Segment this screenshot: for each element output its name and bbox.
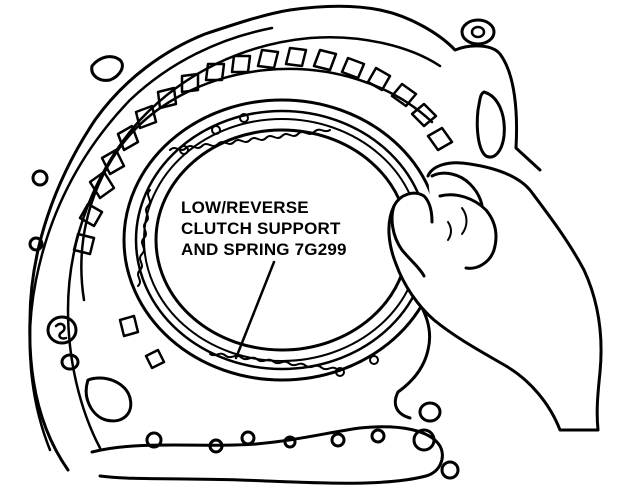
spring-wave-bottom	[209, 352, 339, 371]
tooth-ring-outer	[80, 67, 434, 302]
boss-left-a	[46, 315, 78, 345]
bolt-hole-6	[370, 428, 386, 444]
case-outer-lip	[28, 26, 274, 452]
boss-right-lower	[418, 401, 442, 423]
bolt-hole-8	[440, 460, 460, 480]
bolt-hole-5	[330, 432, 346, 448]
case-outline	[28, 4, 542, 472]
spring-dot-2	[239, 113, 249, 123]
case-inner-lip	[66, 36, 442, 450]
bracket-bottom-left	[84, 376, 133, 423]
bolt-hole-7	[412, 428, 436, 452]
callout-line-3: AND SPRING 7G299	[181, 240, 347, 259]
flange-right	[393, 302, 432, 420]
callout-line-2: CLUTCH SUPPORT	[181, 219, 341, 238]
spring-dot-1	[211, 125, 221, 135]
hand-finger-2	[438, 193, 498, 270]
callout-line-1: LOW/REVERSE	[181, 198, 309, 217]
leader-line	[234, 260, 276, 360]
spring-dot-5	[369, 355, 379, 365]
boss-top-right-inner	[470, 25, 486, 39]
spring-dot-4	[335, 367, 345, 377]
bolt-hole-1	[145, 431, 163, 449]
boss-left-b	[60, 353, 80, 371]
boss-left-a-mark	[54, 322, 68, 340]
part-callout-label: LOW/REVERSE CLUTCH SUPPORT AND SPRING 7G…	[181, 197, 347, 260]
bolt-hole-2	[208, 438, 224, 454]
hand-crease	[447, 207, 468, 241]
spring-wave-top	[169, 128, 331, 151]
boss-top-right	[460, 18, 496, 46]
hole-left-1	[31, 169, 49, 187]
slot-left-top	[90, 55, 124, 82]
slot-right	[475, 90, 506, 159]
bolt-hole-4	[283, 435, 297, 449]
hand-outline	[387, 161, 603, 432]
tab-left-lower-2	[144, 348, 166, 370]
flange-bottom	[90, 425, 444, 485]
hole-left-2	[28, 236, 44, 252]
spring-wave-left	[137, 189, 151, 287]
tab-left-lower	[118, 314, 140, 338]
hand-thumb	[390, 204, 426, 278]
bolt-hole-3	[240, 430, 256, 446]
spring-dot-3	[179, 145, 189, 155]
